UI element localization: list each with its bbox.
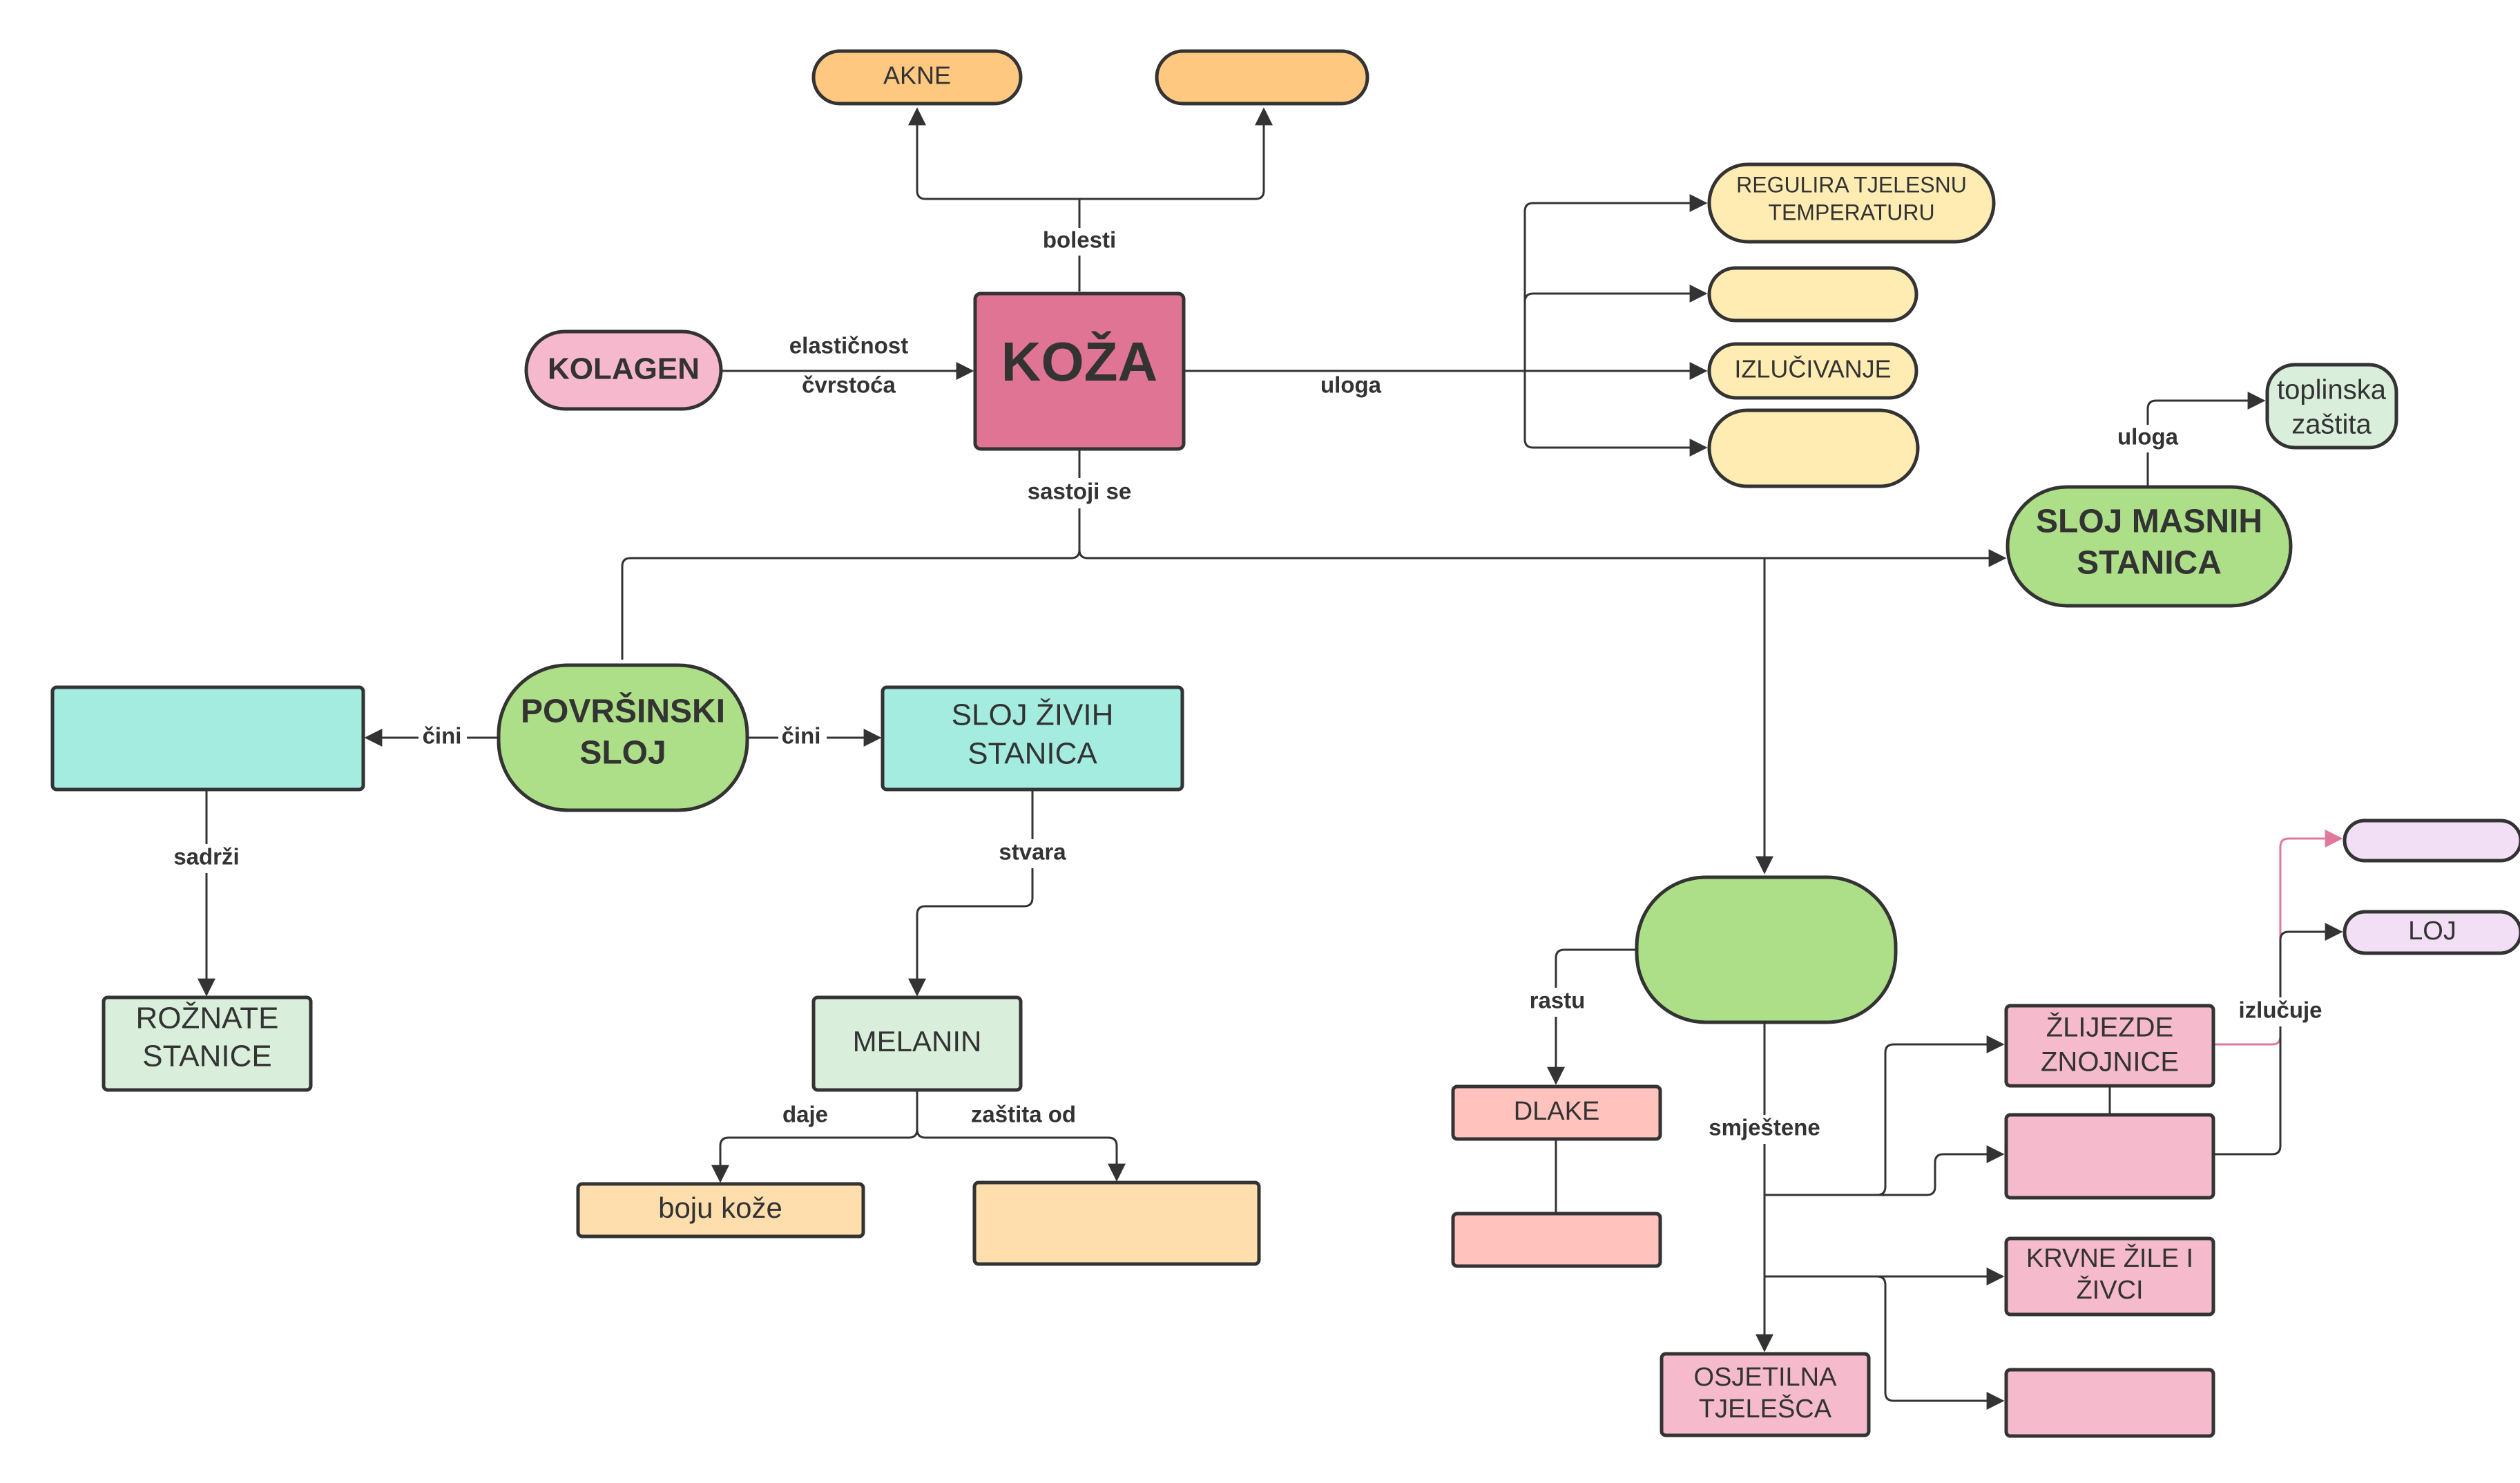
node-zlijezde-label-1: ŽLIJEZDE (2046, 1012, 2173, 1043)
node-toplinska-label-1: toplinska (2277, 375, 2387, 405)
node-povrsinski[interactable]: POVRŠINSKI SLOJ (497, 663, 749, 812)
edge-label-uloga-fat: uloga (2117, 424, 2179, 450)
node-povrsinski-label-2: SLOJ (579, 735, 666, 772)
edge-bolesti-akne (908, 107, 1079, 200)
node-osjetilna-label-1: OSJETILNA (1694, 1363, 1838, 1392)
edge-label-zastita-od: zaštita od (971, 1102, 1076, 1127)
node-toplinska-label-2: zaštita (2291, 410, 2372, 440)
edge-koza-sastoji (621, 450, 1081, 660)
node-sloj-zivih-label-1: SLOJ ŽIVIH (952, 698, 1114, 732)
node-sloj-zivih-label-2: STANICA (968, 737, 1097, 771)
node-osjetilna-label-2: TJELEŠCA (1699, 1393, 1832, 1424)
edge-label-rastu: rastu (1530, 988, 1586, 1013)
edge-label-cini-right: čini (782, 723, 821, 749)
node-sloj-zivih[interactable]: SLOJ ŽIVIH STANICA (881, 685, 1184, 792)
node-roznate-label-2: STANICE (142, 1040, 271, 1073)
edge-label-izlucuje: izlučuje (2238, 997, 2322, 1023)
node-regulira[interactable]: REGULIRA TJELESNU TEMPERATURU (1707, 162, 1996, 244)
node-krvne-label-2: ŽIVCI (2076, 1275, 2143, 1305)
node-dlake[interactable]: DLAKE (1451, 1084, 1662, 1141)
node-akne[interactable]: AKNE (811, 49, 1023, 106)
edge-label-elasticnost: elastičnost (789, 333, 908, 358)
node-sloj-masnih[interactable]: SLOJ MASNIH STANICA (2006, 485, 2293, 608)
edge-smjestene-gland2 (1764, 1145, 2005, 1196)
node-sloj-masnih-label-1: SLOJ MASNIH (2036, 504, 2262, 540)
node-zlijezde[interactable]: ŽLIJEZDE ZNOJNICE (2004, 1004, 2215, 1088)
node-sloj-masnih-label-2: STANICA (2077, 545, 2222, 582)
node-left-layer[interactable] (50, 685, 365, 792)
edge-label-cvrstoca: čvrstoća (802, 372, 896, 398)
node-akne-label: AKNE (883, 61, 951, 90)
node-protection-target[interactable] (972, 1180, 1261, 1266)
edge-labels: bolesti elastičnost čvrstoća uloga sasto… (170, 227, 2325, 1144)
node-gland-2[interactable] (2004, 1113, 2215, 1200)
node-melanin-label: MELANIN (853, 1025, 982, 1058)
node-izlucivanje-label: IZLUČIVANJE (1734, 355, 1891, 383)
edge-uloga-regulira (1523, 194, 1708, 371)
edge-melanin-zastita (916, 1129, 1126, 1182)
edge-gland2-loj (2213, 923, 2343, 1156)
edge-sastoji-fat (1078, 549, 2007, 567)
node-dlake-label: DLAKE (1514, 1097, 1600, 1126)
node-embedded-4[interactable] (2004, 1368, 2215, 1438)
node-krvne-label-1: KRVNE ŽILE I (2026, 1243, 2193, 1273)
edge-uloga-item-4 (1523, 371, 1708, 457)
node-loj[interactable]: LOJ (2343, 910, 2520, 955)
edge-melanin-boju (711, 1129, 918, 1183)
edge-bolesti-disease-2 (1079, 107, 1273, 200)
nodes: AKNE KOLAGEN KOŽA REGULIRA TJELESNU TEMP… (50, 49, 2520, 1438)
edge-label-stvara: stvara (999, 839, 1066, 865)
node-loj-label: LOJ (2408, 917, 2456, 946)
node-regulira-label-1: REGULIRA TJELESNU (1736, 172, 1967, 197)
node-boju-koze[interactable]: boju kože (576, 1182, 865, 1238)
node-krvne[interactable]: KRVNE ŽILE I ŽIVCI (2004, 1236, 2215, 1317)
edge-label-sastoji-se: sastoji se (1028, 479, 1131, 504)
node-regulira-label-2: TEMPERATURU (1768, 200, 1934, 224)
node-koza[interactable]: KOŽA (973, 291, 1186, 451)
edge-fat-toplinska (2146, 392, 2266, 486)
node-izlucivanje[interactable]: IZLUČIVANJE (1707, 342, 1918, 400)
node-roznate[interactable]: ROŽNATE STANICE (102, 995, 313, 1092)
edge-label-sadrzi: sadrži (173, 844, 239, 870)
node-roznate-label-1: ROŽNATE (136, 1002, 279, 1035)
node-disease-2[interactable] (1155, 49, 1369, 106)
node-boju-koze-label: boju kože (658, 1192, 782, 1224)
node-kolagen-label: KOLAGEN (548, 352, 700, 386)
node-melanin[interactable]: MELANIN (811, 995, 1023, 1092)
edge-label-cini-left: čini (423, 723, 462, 749)
node-secretion-1[interactable] (2343, 819, 2520, 863)
edge-label-smjestene: smještene (1709, 1115, 1820, 1140)
edge-smjestene-embedded4 (1764, 1275, 2005, 1410)
edge-uloga-item-2 (1523, 285, 1708, 371)
node-middle-layer[interactable] (1635, 875, 1898, 1024)
node-kolagen[interactable]: KOLAGEN (524, 329, 723, 411)
connectors (198, 107, 2343, 1410)
node-uloga-item-2[interactable] (1707, 266, 1918, 323)
edge-middle-dlake (1547, 948, 1637, 1085)
edge-label-uloga-main: uloga (1320, 372, 1382, 398)
node-hair-2[interactable] (1451, 1212, 1662, 1268)
node-povrsinski-label-1: POVRŠINSKI (521, 692, 725, 730)
edge-label-bolesti: bolesti (1043, 227, 1116, 253)
node-uloga-item-4[interactable] (1707, 408, 1920, 488)
node-zlijezde-label-2: ZNOJNICE (2041, 1047, 2179, 1078)
edge-label-daje: daje (782, 1102, 828, 1127)
node-koza-label: KOŽA (1001, 331, 1158, 392)
edge-zivih-melanin (908, 791, 1034, 997)
node-toplinska[interactable]: toplinska zaštita (2265, 363, 2398, 450)
node-osjetilna[interactable]: OSJETILNA TJELEŠCA (1660, 1352, 1871, 1437)
